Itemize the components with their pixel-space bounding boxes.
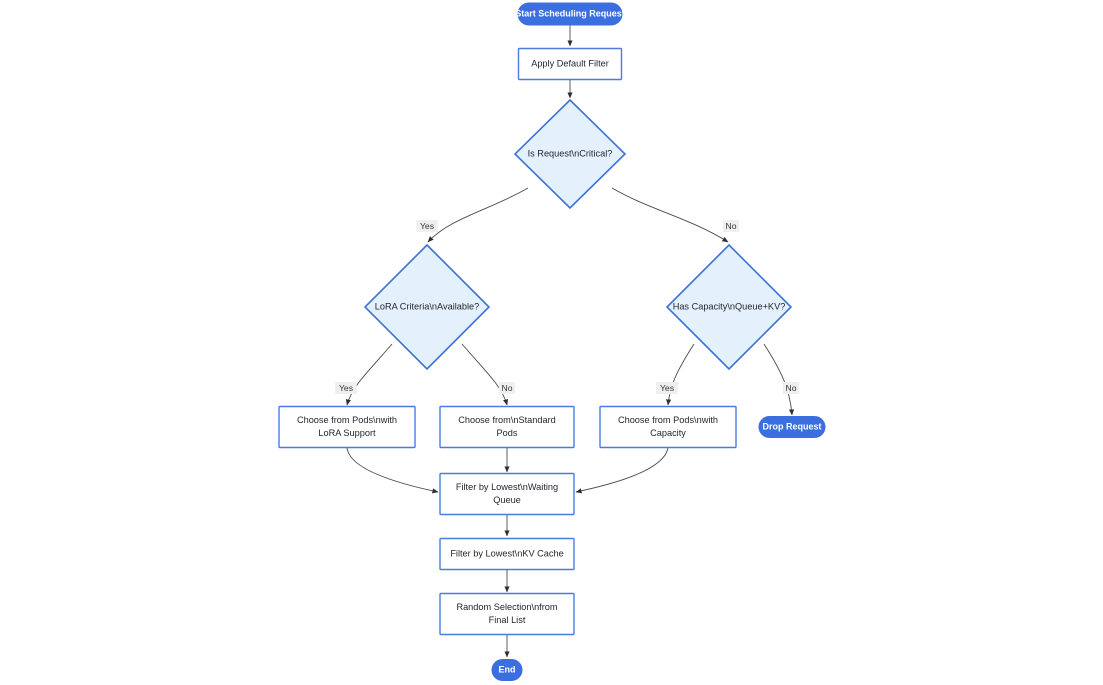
edge-label-text: No (786, 383, 797, 393)
edge-label-no: No (498, 382, 516, 394)
edge-label-text: Yes (660, 383, 674, 393)
node-label: Start Scheduling Request (515, 8, 625, 18)
flow-edge (345, 343, 393, 406)
edge-label-yes: Yes (416, 220, 438, 232)
node-label: Filter by Lowest\nKV Cache (450, 548, 563, 558)
node-label: Drop Request (762, 421, 821, 431)
flow-node-filter_kv[interactable]: Filter by Lowest\nKV Cache (439, 537, 575, 571)
flow-node-apply_filter[interactable]: Apply Default Filter (517, 47, 623, 81)
flow-node-lora_criteria[interactable]: LoRA Criteria\nAvailable? (363, 243, 491, 371)
edge-label-chip (335, 382, 357, 394)
node-shape-pill (758, 416, 826, 438)
node-label: Random Selection\nfrom (456, 602, 557, 612)
flow-node-drop_request[interactable]: Drop Request (758, 416, 826, 438)
flow-edge (427, 187, 529, 243)
flow-edge (611, 187, 729, 243)
edge-label-text: No (726, 221, 737, 231)
node-shape-pill (517, 2, 623, 26)
node-shape-rect (517, 47, 623, 81)
edge-label-text: No (502, 383, 513, 393)
flow-edge (575, 447, 669, 494)
edge-label-no: No (782, 382, 800, 394)
node-shape-diamond (665, 243, 793, 371)
flow-edge (461, 343, 509, 406)
node-label: Apply Default Filter (531, 58, 609, 68)
flow-edge (763, 343, 795, 416)
edge-label-yes: Yes (335, 382, 357, 394)
flow-node-end[interactable]: End (491, 659, 523, 681)
flow-edge (346, 447, 439, 494)
node-label: Is Request\nCritical? (528, 148, 613, 158)
flow-node-has_capacity[interactable]: Has Capacity\nQueue+KV? (665, 243, 793, 371)
node-label: Filter by Lowest\nWaiting (456, 482, 558, 492)
node-shape-rect (439, 405, 575, 449)
node-label: Choose from\nStandard (458, 415, 556, 425)
node-shape-diamond (363, 243, 491, 371)
edge-label-chip (722, 220, 740, 232)
node-label: LoRA Criteria\nAvailable? (375, 301, 480, 311)
node-shape-rect (439, 592, 575, 636)
edge-label-yes: Yes (656, 382, 678, 394)
node-shape-rect (278, 405, 416, 449)
edge-label-text: Yes (420, 221, 434, 231)
node-label: Queue (493, 495, 521, 505)
node-shape-pill (491, 659, 523, 681)
edges-layer (345, 25, 795, 658)
flow-node-is_critical[interactable]: Is Request\nCritical? (513, 98, 627, 210)
edge-label-chip (416, 220, 438, 232)
edge-label-chip (498, 382, 516, 394)
node-label: LoRA Support (318, 428, 376, 438)
edge-label-chip (656, 382, 678, 394)
flow-edge (666, 343, 695, 406)
node-shape-rect (599, 405, 737, 449)
flow-node-start[interactable]: Start Scheduling Request (515, 2, 625, 26)
node-label: Final List (489, 615, 526, 625)
edge-label-chip (782, 382, 800, 394)
node-label: Pods (497, 428, 518, 438)
node-label: Choose from Pods\nwith (618, 415, 718, 425)
edge-label-text: Yes (339, 383, 353, 393)
node-shape-diamond (513, 98, 627, 210)
node-label: Choose from Pods\nwith (297, 415, 397, 425)
node-shape-rect (439, 537, 575, 571)
node-label: End (499, 664, 516, 674)
node-shape-rect (439, 472, 575, 516)
node-label: Capacity (650, 428, 686, 438)
node-label: Has Capacity\nQueue+KV? (673, 301, 786, 311)
edge-label-no: No (722, 220, 740, 232)
